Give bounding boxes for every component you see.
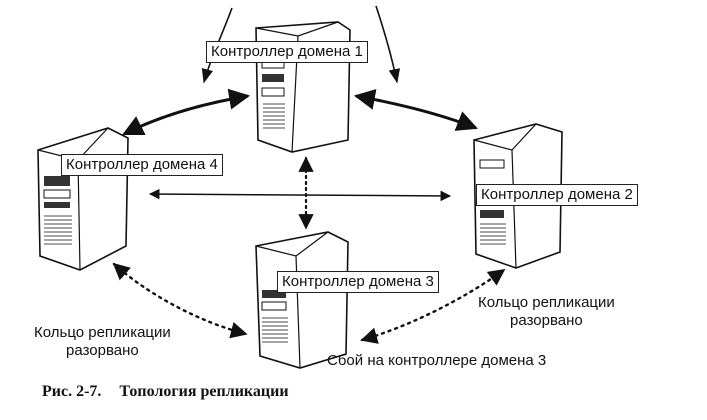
dc3-label: Контроллер домена 3 bbox=[277, 271, 439, 293]
dc1-label: Контроллер домена 1 bbox=[206, 41, 368, 63]
link-dc4-dc3 bbox=[112, 262, 248, 339]
server-dc4-icon bbox=[37, 127, 129, 271]
link-dc4-dc2 bbox=[148, 188, 452, 202]
ring-broken-right-note: Кольцо репликации разорвано bbox=[478, 294, 615, 330]
server-dc3-icon bbox=[255, 231, 349, 369]
ring-broken-right-line2: разорвано bbox=[510, 312, 583, 329]
link-dc3-dc2 bbox=[360, 268, 506, 344]
failure-note: Сбой на контроллере домена 3 bbox=[327, 352, 547, 369]
ring-broken-left-line1: Кольцо репликации bbox=[34, 324, 171, 341]
link-dc1-dc4 bbox=[122, 88, 251, 136]
figure-number: Рис. 2-7. bbox=[42, 383, 102, 400]
figure-caption: Рис. 2-7. Топология репликации bbox=[42, 383, 289, 401]
link-dc1-dc2 bbox=[353, 89, 478, 131]
dc4-label: Контроллер домена 4 bbox=[61, 154, 223, 176]
ring-broken-right-line1: Кольцо репликации bbox=[478, 294, 615, 311]
ring-broken-left-note: Кольцо репликации разорвано bbox=[34, 324, 171, 360]
figure-title: Топология репликации bbox=[119, 383, 289, 400]
dc2-label: Контроллер домена 2 bbox=[476, 184, 638, 206]
ring-broken-left-line2: разорвано bbox=[66, 342, 139, 359]
dotted-links bbox=[112, 156, 506, 344]
